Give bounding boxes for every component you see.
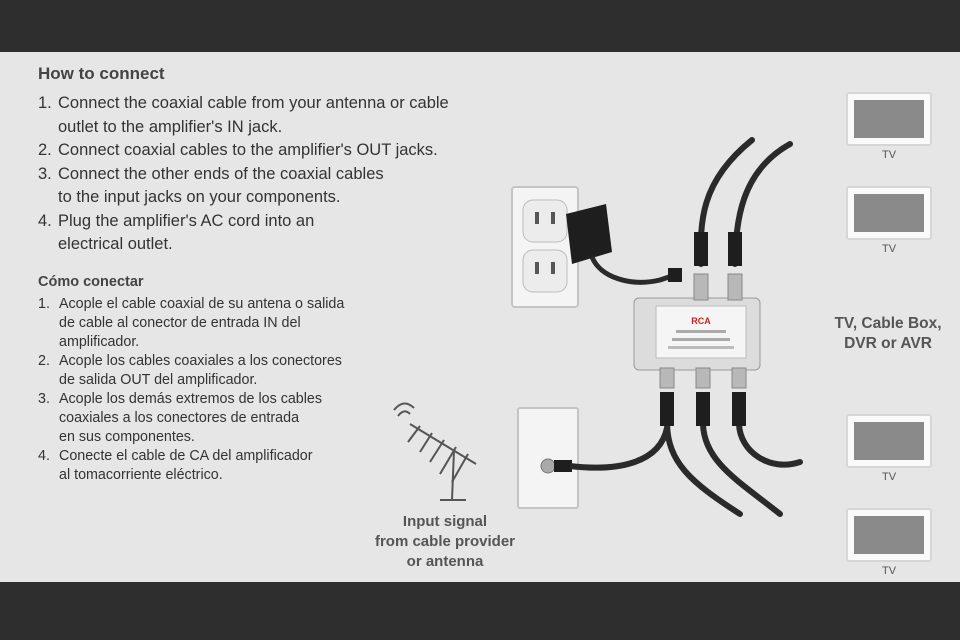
coax-cables-bottom — [664, 421, 803, 517]
tv-label: TV — [881, 149, 897, 161]
spanish-step-2: 2.Acople los cables coaxiales a los cone… — [38, 353, 342, 388]
wall-outlet-icon — [511, 186, 579, 308]
step-line: al tomacorriente eléctrico. — [59, 467, 223, 483]
step-line: Acople los cables coaxiales a los conect… — [59, 353, 342, 369]
spanish-step-3: 3.Acople los demás extremos de los cable… — [38, 391, 323, 445]
tv-icon — [846, 186, 932, 240]
tv-label: TV — [881, 471, 897, 483]
step-line: Acople los demás extremos de los cables — [59, 391, 323, 407]
components-label: TV, Cable Box, DVR or AVR — [834, 315, 942, 352]
step-line: Connect the other ends of the coaxial ca… — [58, 164, 384, 183]
step-line: de salida OUT del amplificador. — [59, 372, 258, 388]
spanish-steps: 1.Acople el cable coaxial de su antena o… — [38, 295, 344, 485]
coax-cables-top — [697, 137, 793, 267]
amplifier-icon: RCA — [633, 273, 761, 389]
tv-icon — [846, 92, 932, 146]
antenna-icon — [393, 402, 477, 501]
step-line: Connect coaxial cables to the amplifier'… — [58, 141, 438, 159]
english-step-3: 3.Connect the other ends of the coaxial … — [38, 164, 384, 207]
spanish-step-1: 1.Acople el cable coaxial de su antena o… — [38, 296, 345, 350]
tv-label: TV — [881, 243, 897, 255]
ac-adapter-icon — [566, 204, 682, 285]
step-line: Conecte el cable de CA del amplificador — [59, 448, 313, 464]
english-title: How to connect — [38, 64, 165, 83]
tv-icon — [846, 414, 932, 468]
cable-wall-plate-icon — [517, 407, 670, 509]
spanish-step-4: 4.Conecte el cable de CA del amplificado… — [38, 448, 313, 483]
tv-label: TV — [881, 565, 897, 577]
tv-4: TV — [846, 508, 932, 577]
step-line: Plug the amplifier's AC cord into an — [58, 211, 315, 230]
english-steps: 1.Connect the coaxial cable from your an… — [38, 92, 449, 257]
tv-icon — [846, 508, 932, 562]
step-line: amplificador. — [59, 334, 140, 350]
step-line: en sus componentes. — [59, 429, 195, 445]
spanish-title: Cómo conectar — [38, 274, 144, 290]
step-line: electrical outlet. — [58, 235, 173, 253]
english-step-2: 2.Connect coaxial cables to the amplifie… — [38, 141, 438, 159]
step-line: Connect the coaxial cable from your ante… — [58, 94, 449, 112]
step-line: Acople el cable coaxial de su antena o s… — [59, 296, 345, 312]
tv-2: TV — [846, 186, 932, 255]
input-signal-label: Input signal from cable provider or ante… — [374, 513, 516, 570]
step-line: to the input jacks on your components. — [58, 188, 341, 206]
amplifier-brand: RCA — [691, 316, 711, 326]
english-step-1: 1.Connect the coaxial cable from your an… — [38, 94, 449, 136]
step-line: de cable al conector de entrada IN del — [59, 315, 301, 331]
connection-diagram: RCA — [393, 137, 803, 517]
step-line: outlet to the amplifier's IN jack. — [58, 117, 283, 136]
step-line: coaxiales a los conectores de entrada — [59, 410, 300, 426]
tv-1: TV — [846, 92, 932, 161]
instruction-panel: How to connect 1.Connect the coaxial cab… — [0, 52, 960, 582]
tv-3: TV — [846, 414, 932, 483]
